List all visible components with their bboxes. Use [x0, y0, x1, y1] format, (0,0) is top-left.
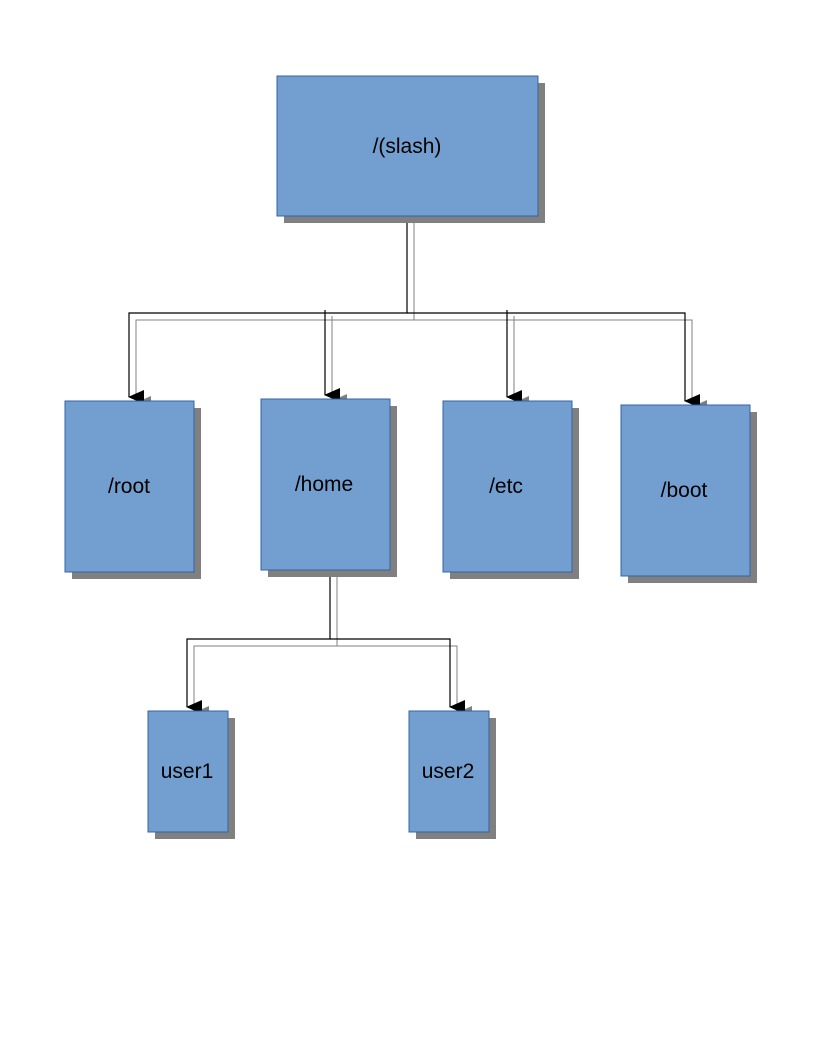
node-root-box: [64, 400, 195, 573]
edge-slash-boot: [407, 312, 700, 408]
node-home: /home: [260, 398, 397, 577]
node-home-box: [260, 398, 391, 571]
edge-slash-root: [128, 216, 408, 404]
node-etc-label: /etc: [489, 475, 523, 498]
node-user2-box: [408, 710, 490, 833]
node-user2: user2: [408, 710, 496, 839]
node-etc-box: [442, 400, 573, 573]
node-user1: user1: [147, 710, 235, 839]
edge-home-user2: [330, 638, 465, 714]
node-root-label: /root: [108, 475, 150, 498]
node-boot: /boot: [620, 404, 757, 583]
edge-shadow-home-user1: [193, 552, 338, 720]
connectors: [128, 216, 700, 714]
edge-shadow-slash-boot: [414, 319, 707, 414]
node-root: /root: [64, 400, 201, 579]
edge-shadow-home-user2: [337, 645, 472, 720]
node-user2-label: user2: [422, 760, 475, 783]
node-slash-label: /(slash): [373, 135, 442, 158]
edge-shadow-slash-root: [135, 222, 415, 410]
edge-home-user1: [186, 545, 331, 714]
node-slash: /(slash): [276, 75, 545, 223]
node-slash-box: [276, 75, 539, 217]
node-user1-label: user1: [161, 760, 214, 783]
node-user1-box: [147, 710, 229, 833]
node-boot-label: /boot: [661, 479, 708, 502]
node-etc: /etc: [442, 400, 579, 579]
node-boot-box: [620, 404, 751, 577]
node-home-label: /home: [295, 473, 353, 496]
